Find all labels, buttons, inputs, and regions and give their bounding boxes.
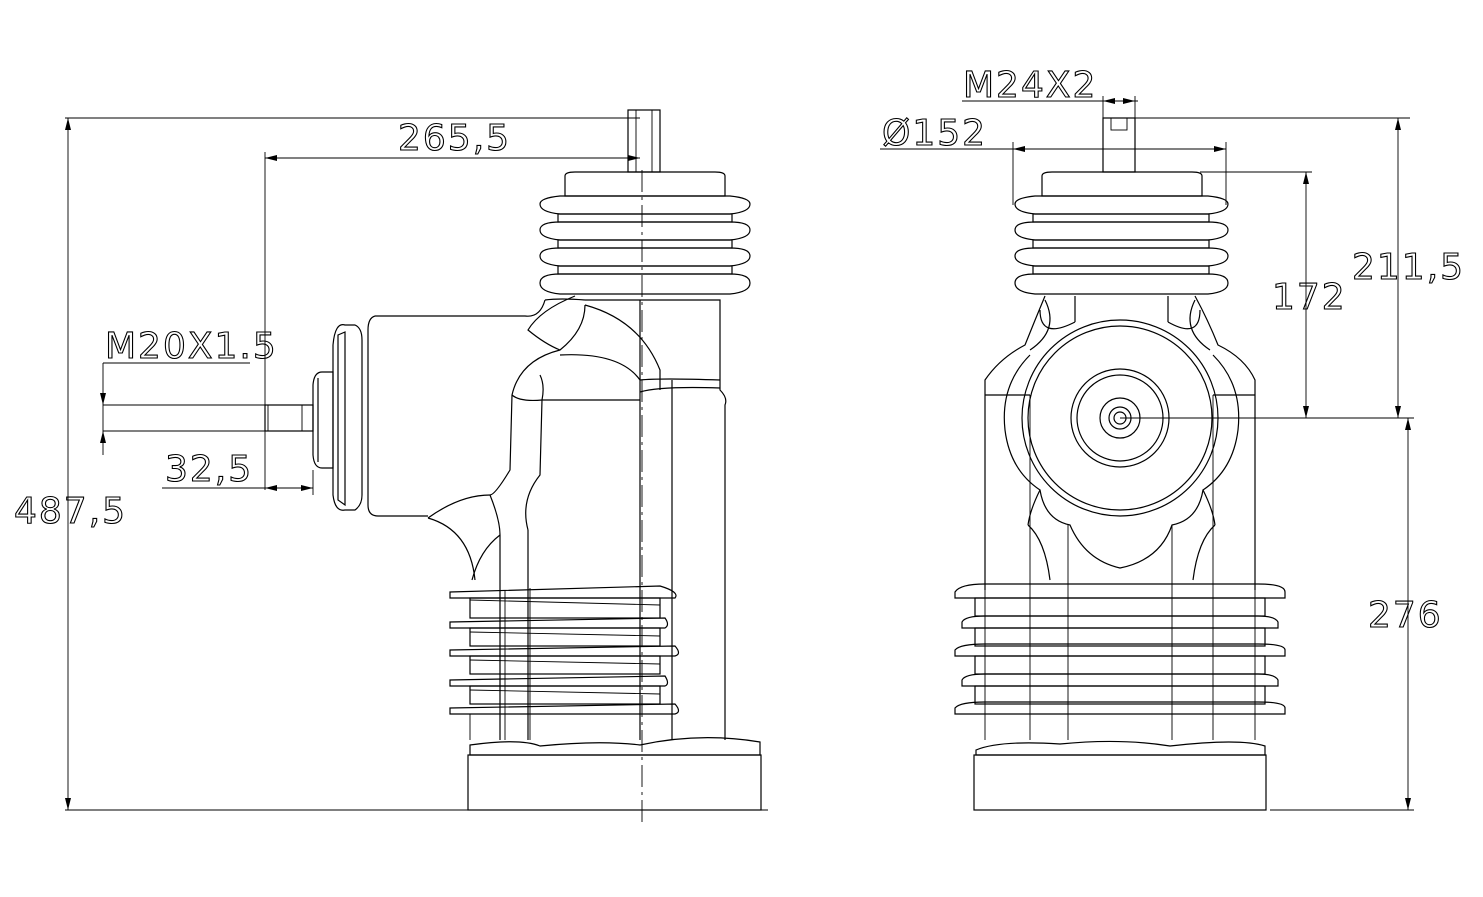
front-lower-insulator (954, 583, 1286, 740)
dim-upper-height: 211,5 (1135, 117, 1465, 418)
dim-head-height: 172 (1200, 171, 1347, 418)
side-view: 487,5 265,5 M20X1.5 32,5 (13, 109, 768, 825)
dim-total-height-label: 487,5 (14, 491, 127, 532)
dim-thread-top: M24X2 (962, 64, 1138, 118)
dim-thread-length: 32,5 (162, 448, 314, 495)
dim-head-diameter-label: Ø152 (882, 113, 987, 154)
dim-thread-side: M20X1.5 (100, 325, 278, 455)
dim-thread-side-label: M20X1.5 (105, 326, 278, 367)
front-base (973, 740, 1267, 811)
front-view: M24X2 Ø152 211,5 172 (880, 64, 1465, 811)
side-arm-bushing (264, 299, 546, 517)
dim-head-diameter: Ø152 (880, 112, 1227, 205)
side-base (467, 737, 762, 811)
front-top-terminal (1102, 117, 1136, 173)
side-upper-insulator (539, 171, 751, 295)
dim-upper-height-label: 211,5 (1352, 247, 1465, 288)
dim-lower-height-label: 276 (1368, 595, 1443, 636)
dim-head-height-label: 172 (1272, 277, 1347, 318)
side-lower-insulator (449, 585, 680, 740)
side-top-terminal (627, 109, 661, 173)
dim-side-offset: 265,5 (264, 117, 640, 490)
dim-lower-height: 276 (1270, 418, 1443, 811)
dim-side-offset-label: 265,5 (398, 118, 511, 159)
side-main-body (427, 295, 727, 740)
dim-thread-top-label: M24X2 (963, 65, 1097, 106)
dim-total-height: 487,5 (13, 117, 768, 811)
dim-thread-length-label: 32,5 (165, 449, 253, 490)
front-upper-insulator (1014, 171, 1229, 295)
